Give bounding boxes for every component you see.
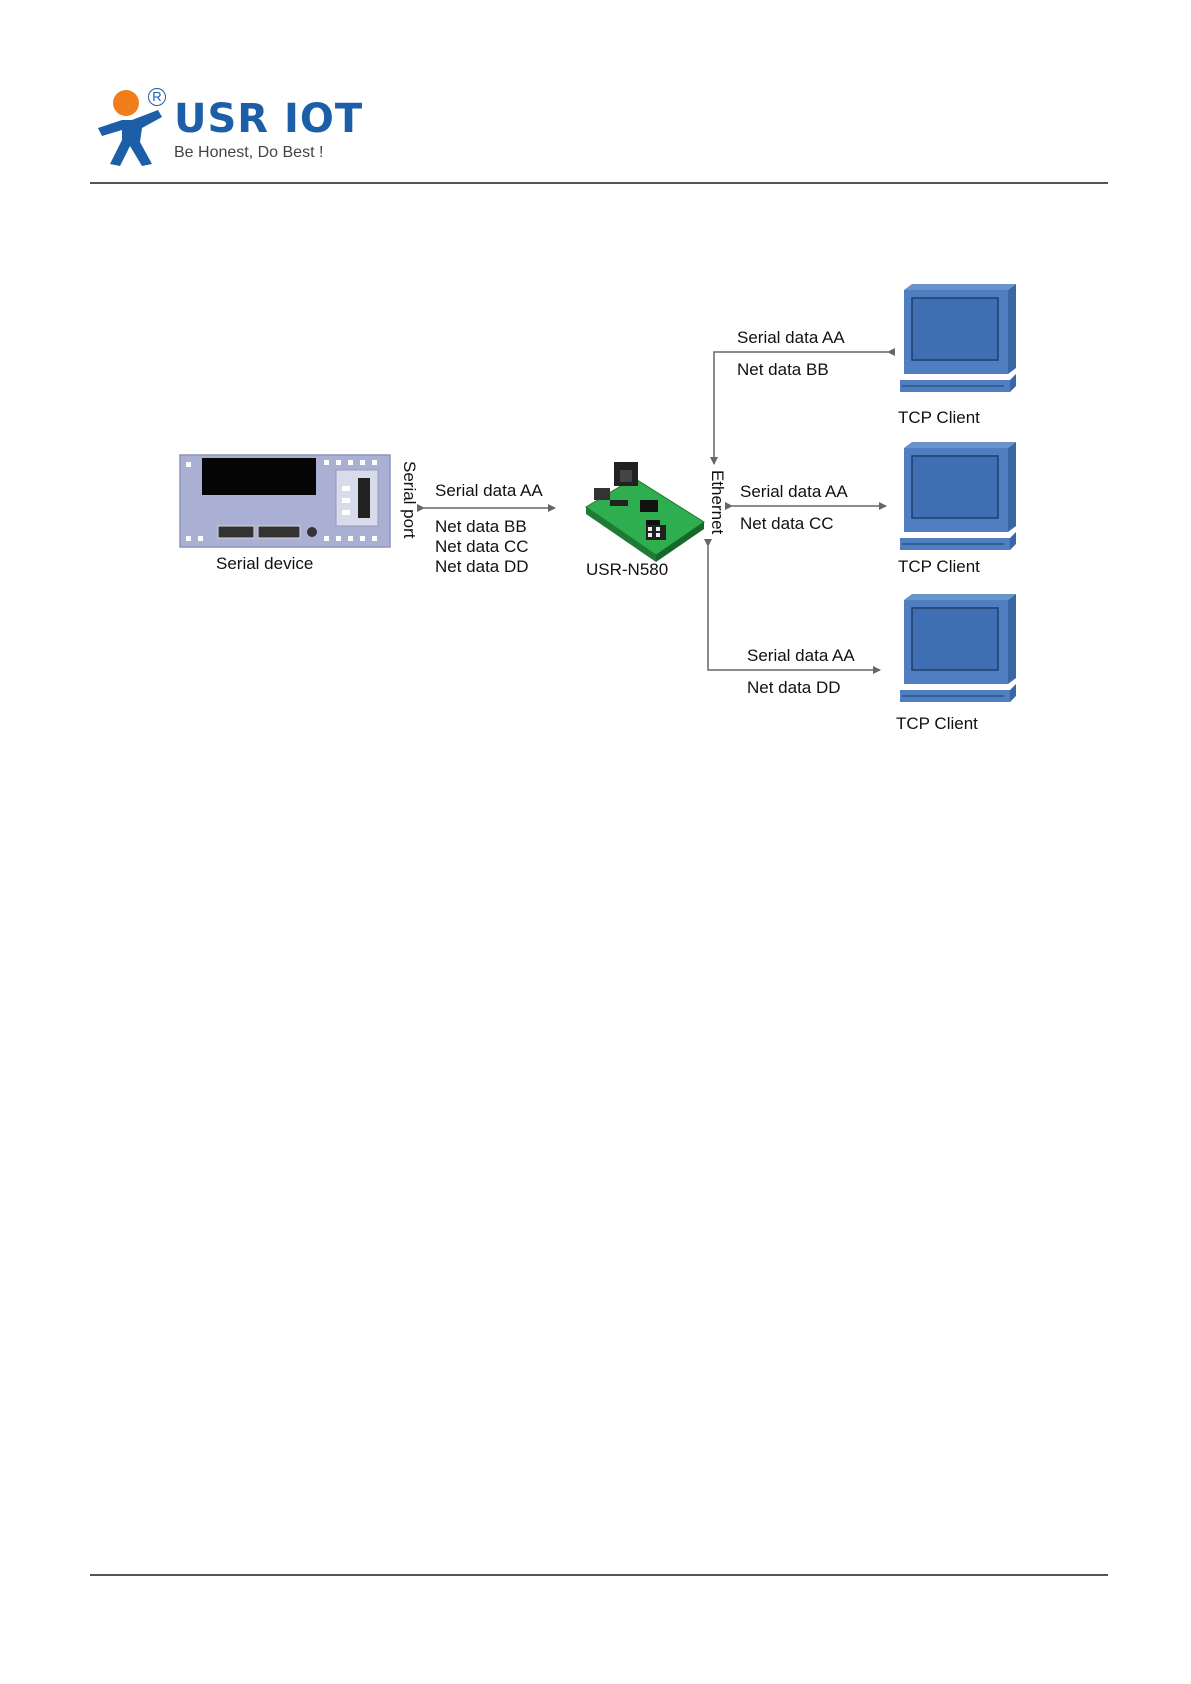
serial-device-icon (180, 455, 390, 547)
device-link-net-label-3: Net data DD (435, 557, 529, 577)
ethernet-label: Ethernet (707, 470, 727, 534)
serial-device-label: Serial device (216, 554, 313, 574)
device-link-net-label-1: Net data BB (435, 517, 527, 537)
client-1-serial-label: Serial data AA (737, 328, 845, 348)
client-2-serial-label: Serial data AA (740, 482, 848, 502)
client-2-net-label: Net data CC (740, 514, 834, 534)
client-3-label: TCP Client (896, 714, 978, 734)
device-link-net-label-2: Net data CC (435, 537, 529, 557)
usr-n580-board-icon (586, 462, 704, 562)
tcp-client-2-monitor-icon (900, 442, 1016, 550)
client-2-label: TCP Client (898, 557, 980, 577)
client-3-net-label: Net data DD (747, 678, 841, 698)
tcp-client-1-monitor-icon (900, 284, 1016, 392)
device-link-serial-label: Serial data AA (435, 481, 543, 501)
client-3-serial-label: Serial data AA (747, 646, 855, 666)
client-1-label: TCP Client (898, 408, 980, 428)
module-label: USR-N580 (586, 560, 668, 580)
footer-divider (90, 1574, 1108, 1576)
tcp-client-3-monitor-icon (900, 594, 1016, 702)
serial-port-label: Serial port (399, 461, 419, 538)
client-1-net-label: Net data BB (737, 360, 829, 380)
